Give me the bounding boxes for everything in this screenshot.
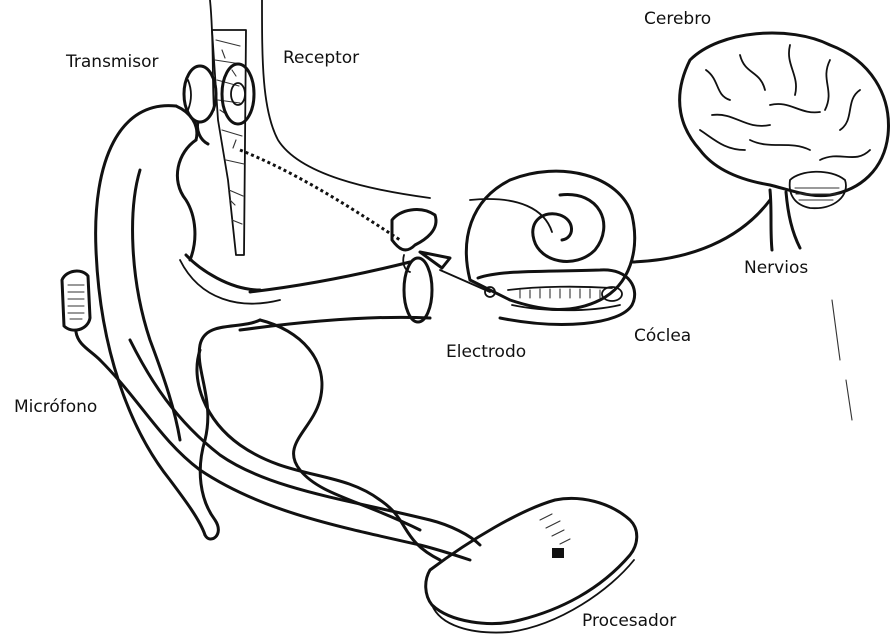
label-receptor: Receptor <box>283 50 359 67</box>
label-electrodo: Electrodo <box>446 344 526 361</box>
label-nervios: Nervios <box>744 260 808 277</box>
microphone <box>62 271 100 360</box>
transmitter-coil <box>184 66 216 122</box>
auditory-nerve <box>632 200 770 262</box>
receptor-coil <box>222 64 254 124</box>
transmitter-cable <box>197 122 208 144</box>
label-procesador: Procesador <box>582 613 676 630</box>
label-transmisor: Transmisor <box>66 54 158 71</box>
ear-canal <box>240 258 432 330</box>
cochlea <box>466 171 634 324</box>
scan-marks <box>832 300 852 420</box>
brain <box>680 33 889 250</box>
skull-outline <box>210 0 552 232</box>
electrode-lead <box>240 150 400 240</box>
label-microfono: Micrófono <box>14 399 97 416</box>
label-cerebro: Cerebro <box>644 11 711 28</box>
label-coclea: Cóclea <box>634 328 691 345</box>
